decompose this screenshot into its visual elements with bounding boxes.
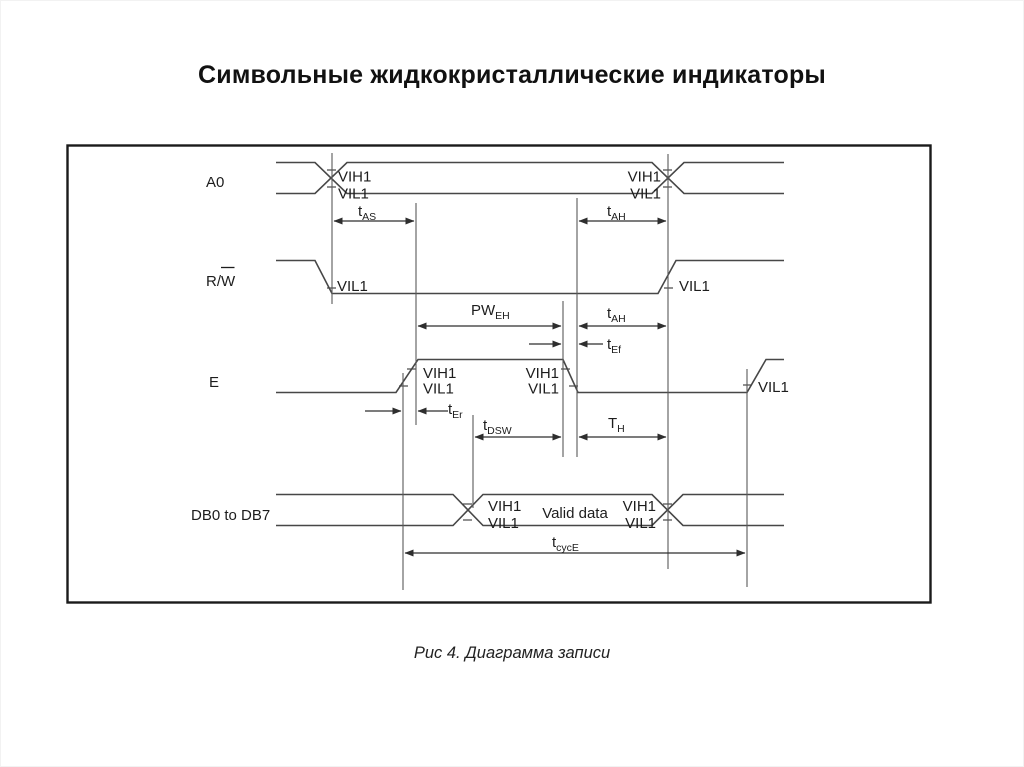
tah-mid-label: tAH (607, 305, 626, 325)
a0-left-vil1: VIL1 (338, 186, 369, 203)
waveform-rw (276, 259, 784, 295)
rw-left-vil1: VIL1 (337, 278, 368, 295)
slide-title: Символьные жидкокристаллические индикато… (198, 61, 826, 89)
tdsw-label: tDSW (483, 417, 512, 437)
tas-label: tAS (358, 203, 376, 223)
a0-left-vih1: VIH1 (338, 169, 371, 186)
signal-labels: A0 R/W E DB0 to DB7 (191, 174, 270, 524)
e-left-vih1: VIH1 (423, 365, 456, 382)
signal-label-e: E (209, 374, 219, 391)
tah-top-label: tAH (607, 203, 626, 223)
signal-label-rw: R/W (206, 273, 236, 290)
dimension-lines (331, 153, 748, 590)
e-left-vil1: VIL1 (423, 381, 454, 398)
a0-right-vih1: VIH1 (628, 169, 661, 186)
dimension-arrows (333, 217, 746, 557)
th-label: TH (608, 415, 625, 435)
diagram-border (66, 144, 932, 604)
e-right-vih1: VIH1 (526, 365, 559, 382)
waveform-db (276, 493, 784, 527)
db-right-vil1: VIL1 (625, 515, 656, 532)
timing-diagram: A0 R/W E DB0 to DB7 (66, 144, 932, 604)
db-right-vih1: VIH1 (623, 498, 656, 515)
valid-data-label: Valid data (542, 505, 608, 522)
a0-right-vil1: VIL1 (630, 186, 661, 203)
figure-caption: Рис 4. Диаграмма записи (413, 644, 611, 662)
waveform-e (276, 358, 784, 394)
e-right-vil1: VIL1 (528, 381, 559, 398)
db-left-vih1: VIH1 (488, 498, 521, 515)
db-left-vil1: VIL1 (488, 515, 519, 532)
tcyce-label: tcycE (552, 534, 579, 554)
timing-labels: tAS tAH PWEH tAH tEf tEr tDSW TH tcycE (358, 203, 626, 554)
rw-right-vil1: VIL1 (679, 278, 710, 295)
tef-label: tEf (607, 336, 621, 356)
level-labels: VIH1 VIL1 VIH1 VIL1 VIL1 VIL1 VIH1 VIL1 … (337, 169, 789, 533)
pweh-label: PWEH (471, 302, 510, 322)
signal-label-a0: A0 (206, 174, 224, 191)
waveform-a0 (276, 161, 784, 195)
signal-label-db: DB0 to DB7 (191, 507, 270, 524)
e-far-vil1: VIL1 (758, 379, 789, 396)
ter-label: tEr (448, 401, 463, 421)
